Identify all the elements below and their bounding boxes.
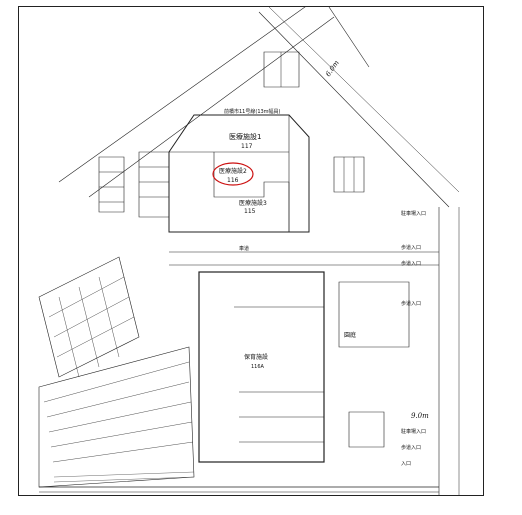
main-building-name: 保育施設 bbox=[244, 353, 268, 361]
entrance-label: 駐車場入口 bbox=[401, 428, 426, 435]
site-plan-map: 医療施設1 117 医療施設2 116 医療施設3 115 保育施設 116A … bbox=[38, 7, 460, 495]
park-label: 園庭 bbox=[344, 331, 356, 339]
lane-label: 車道 bbox=[239, 245, 249, 252]
road-width-right: 9.0m bbox=[411, 412, 429, 420]
entrance-label: 歩道入口 bbox=[401, 260, 421, 267]
building-116-name: 医療施設2 bbox=[219, 167, 247, 175]
entrance-label: 歩道入口 bbox=[401, 244, 421, 251]
entrance-label: 歩道入口 bbox=[401, 444, 421, 451]
building-117-number: 117 bbox=[241, 143, 253, 150]
building-115-number: 115 bbox=[244, 208, 256, 215]
building-117-name: 医療施設1 bbox=[229, 132, 261, 141]
main-building-number: 116A bbox=[251, 364, 265, 370]
header-note: 前橋市11号線(13m幅員) bbox=[224, 108, 281, 115]
highlight-circle bbox=[212, 162, 254, 186]
entrance-label: 歩道入口 bbox=[401, 300, 421, 307]
site-plan-frame: 医療施設1 117 医療施設2 116 医療施設3 115 保育施設 116A … bbox=[18, 6, 484, 496]
entrance-label: 入口 bbox=[401, 461, 411, 467]
building-116-number: 116 bbox=[227, 177, 239, 184]
road-width-top: 6.0m bbox=[324, 59, 341, 78]
entrance-label: 駐車場入口 bbox=[401, 210, 426, 217]
building-115-name: 医療施設3 bbox=[239, 199, 267, 207]
